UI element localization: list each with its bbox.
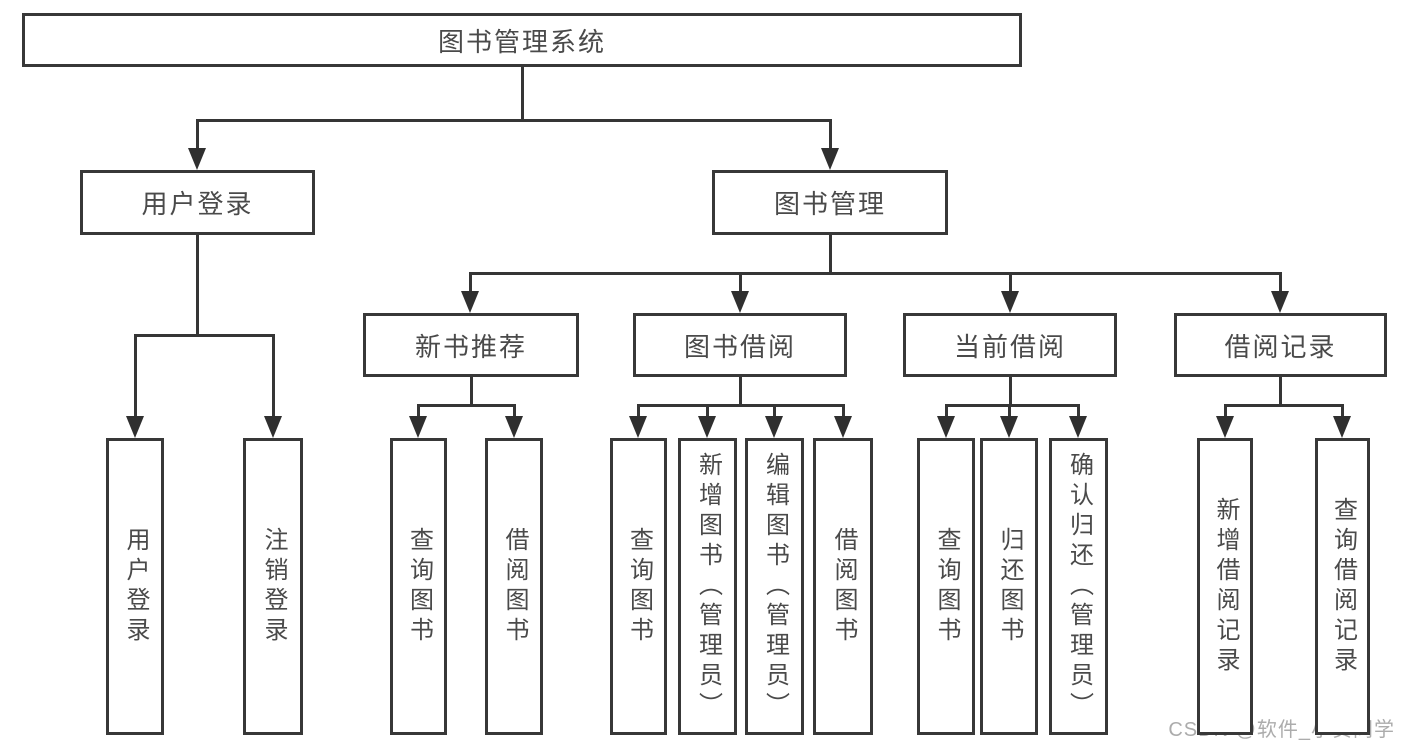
arrow-shaft: [271, 335, 275, 420]
node-root: 图书管理系统: [22, 13, 1022, 67]
arrow-head-down-icon: [1216, 416, 1234, 438]
arrow-head-down-icon: [821, 148, 839, 170]
node-borrow-book-2: 借阅图书: [813, 438, 873, 735]
node-query-borrow-record: 查询借阅记录: [1315, 438, 1370, 735]
arrow-shaft: [416, 405, 420, 420]
node-query-book-borrow: 查询图书: [610, 438, 667, 735]
node-label-add-borrow-record: 新增借阅记录: [1212, 496, 1239, 677]
arrow-head-down-icon: [1001, 291, 1019, 313]
node-logout-leaf: 注销登录: [243, 438, 303, 735]
arrow-shaft: [841, 405, 845, 420]
connector-line-horizontal: [944, 403, 1080, 407]
node-edit-book-admin: 编辑图书（管理员）: [745, 438, 804, 735]
connector-line-horizontal: [195, 118, 832, 122]
arrow-head-down-icon: [409, 416, 427, 438]
arrow-shaft: [1278, 273, 1282, 295]
arrow-shaft: [1076, 405, 1080, 420]
arrow-shaft: [772, 405, 776, 420]
node-book-management: 图书管理: [712, 170, 948, 235]
node-label-add-book-admin: 新增图书（管理员）: [694, 451, 722, 722]
node-user-login: 用户登录: [80, 170, 315, 235]
node-borrow-record: 借阅记录: [1174, 313, 1387, 377]
arrow-shaft: [133, 335, 137, 420]
arrow-head-down-icon: [188, 148, 206, 170]
node-return-book: 归还图书: [980, 438, 1038, 735]
arrow-head-down-icon: [834, 416, 852, 438]
arrow-shaft: [1007, 405, 1011, 420]
node-label-root: 图书管理系统: [437, 26, 606, 57]
connector-line-horizontal: [133, 333, 275, 337]
arrow-head-down-icon: [1271, 291, 1289, 313]
node-borrow-book-new: 借阅图书: [485, 438, 543, 735]
arrow-shaft: [1223, 405, 1227, 420]
arrow-head-down-icon: [1000, 416, 1018, 438]
arrow-shaft: [828, 120, 832, 152]
node-book-borrow: 图书借阅: [633, 313, 847, 377]
arrow-head-down-icon: [264, 416, 282, 438]
node-confirm-return-admin: 确认归还（管理员）: [1049, 438, 1108, 735]
arrow-head-down-icon: [1069, 416, 1087, 438]
connector-line-vertical: [520, 67, 524, 120]
node-label-current-borrow: 当前借阅: [953, 331, 1066, 362]
node-user-login-leaf: 用户登录: [106, 438, 164, 735]
arrow-shaft: [512, 405, 516, 420]
connector-line-vertical: [828, 235, 832, 273]
connector-line-vertical: [1278, 377, 1282, 405]
node-label-edit-book-admin: 编辑图书（管理员）: [761, 451, 789, 722]
arrow-shaft: [705, 405, 709, 420]
arrow-head-down-icon: [731, 291, 749, 313]
node-add-book-admin: 新增图书（管理员）: [678, 438, 737, 735]
node-label-user-login: 用户登录: [141, 189, 254, 219]
node-current-borrow: 当前借阅: [903, 313, 1117, 377]
node-label-confirm-return-admin: 确认归还（管理员）: [1065, 451, 1093, 722]
arrow-head-down-icon: [629, 416, 647, 438]
node-label-return-book: 归还图书: [996, 526, 1023, 647]
connector-line-vertical: [1008, 377, 1012, 405]
node-query-book-current: 查询图书: [917, 438, 975, 735]
arrow-shaft: [1008, 273, 1012, 295]
node-label-borrow-book-new: 借阅图书: [501, 526, 528, 647]
connector-line-vertical: [469, 377, 473, 405]
arrow-shaft: [195, 120, 199, 152]
arrow-head-down-icon: [937, 416, 955, 438]
node-label-query-book-borrow: 查询图书: [625, 526, 653, 647]
node-label-borrow-book-2: 借阅图书: [830, 526, 857, 647]
arrow-shaft: [1340, 405, 1344, 420]
node-label-query-borrow-record: 查询借阅记录: [1329, 496, 1357, 677]
node-label-query-book-current: 查询图书: [933, 526, 960, 647]
arrow-shaft: [944, 405, 948, 420]
node-label-book-borrow: 图书借阅: [683, 331, 796, 362]
arrow-shaft: [636, 405, 640, 420]
arrow-head-down-icon: [698, 416, 716, 438]
arrow-head-down-icon: [505, 416, 523, 438]
node-new-book-recommend: 新书推荐: [363, 313, 579, 377]
node-add-borrow-record: 新增借阅记录: [1197, 438, 1253, 735]
arrow-head-down-icon: [765, 416, 783, 438]
connector-line-vertical: [738, 377, 742, 405]
connector-line-horizontal: [636, 403, 845, 407]
node-label-query-book-new: 查询图书: [405, 526, 433, 647]
arrow-head-down-icon: [461, 291, 479, 313]
node-label-logout-leaf: 注销登录: [260, 526, 287, 647]
arrow-head-down-icon: [126, 416, 144, 438]
connector-line-vertical: [195, 235, 199, 335]
connector-line-horizontal: [468, 271, 1282, 275]
node-query-book-new: 查询图书: [390, 438, 447, 735]
arrow-shaft: [468, 273, 472, 295]
node-label-borrow-record: 借阅记录: [1224, 331, 1337, 362]
connector-line-horizontal: [416, 403, 516, 407]
arrow-shaft: [738, 273, 742, 295]
connector-line-horizontal: [1223, 403, 1344, 407]
arrow-head-down-icon: [1333, 416, 1351, 438]
node-label-new-book-recommend: 新书推荐: [414, 331, 527, 362]
node-label-book-management: 图书管理: [773, 189, 886, 219]
node-label-user-login-leaf: 用户登录: [122, 526, 149, 647]
